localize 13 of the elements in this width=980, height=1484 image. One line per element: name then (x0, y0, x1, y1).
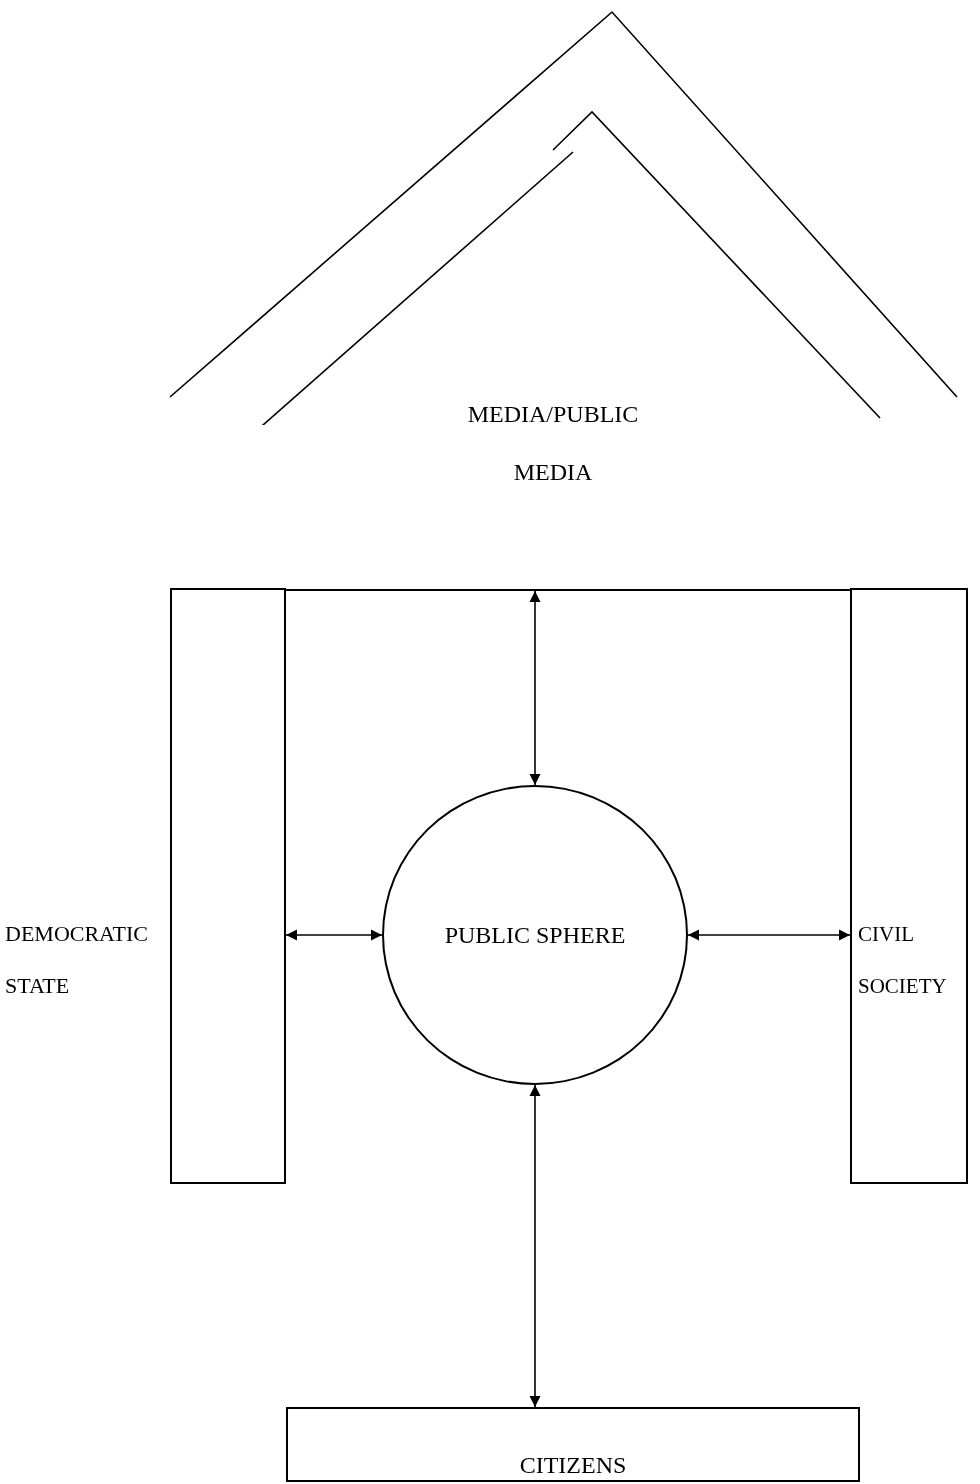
double-arrow (529, 590, 541, 786)
ellipse (382, 785, 688, 1085)
pillar-label: DEMOCRATIC STATE (5, 920, 149, 1000)
pillar-label: CIVIL SOCIETY (858, 921, 948, 1000)
double-arrow (285, 929, 383, 941)
double-arrow (529, 1084, 541, 1408)
ellipse-label: PUBLIC SPHERE (444, 921, 626, 950)
beam-line (286, 589, 850, 591)
pillar (850, 588, 968, 1184)
citizens-box (286, 1407, 860, 1482)
double-arrow (687, 929, 851, 941)
roof-label: MEDIA/PUBLIC MEDIA (466, 400, 640, 487)
box-label: CITIZENS (519, 1451, 627, 1480)
